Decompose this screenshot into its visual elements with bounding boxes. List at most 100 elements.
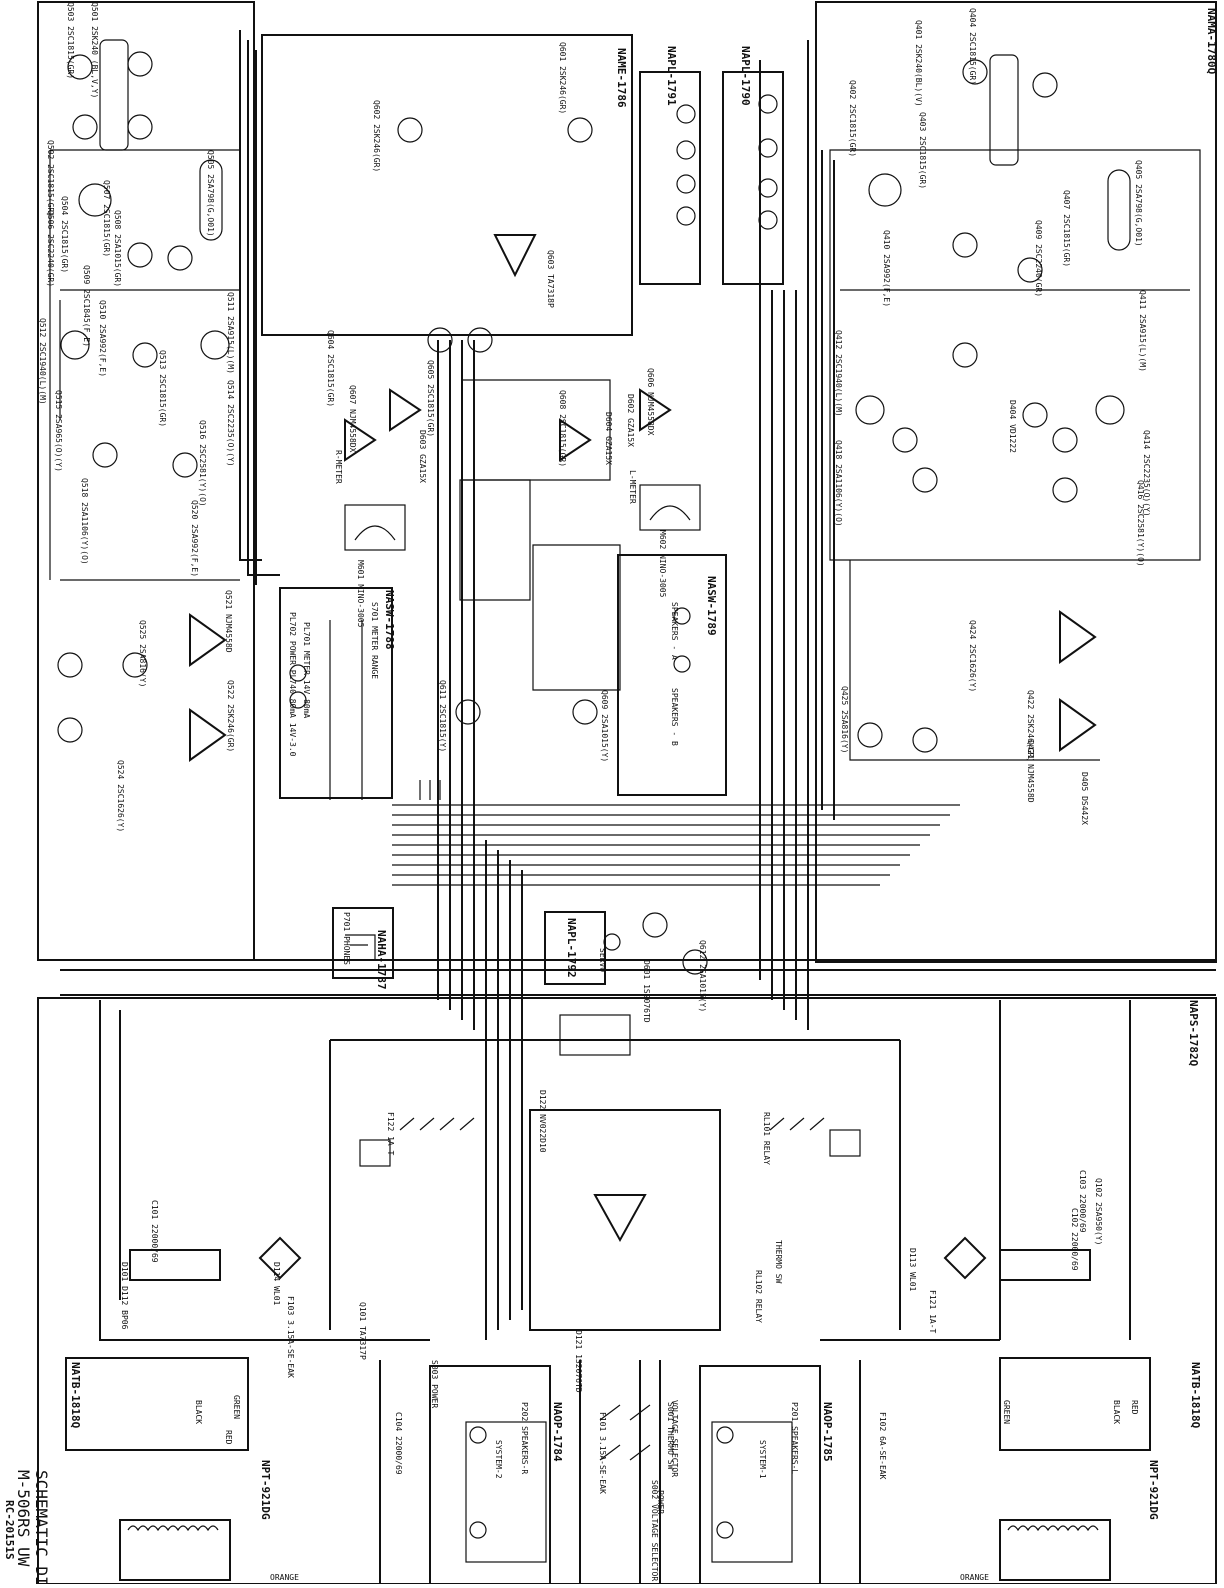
component-label-q608: Q608 2SC1815(GR) [558, 390, 567, 467]
component-label-d114: D114 WL01 [272, 1262, 281, 1306]
speaker-terminals [465, 1404, 793, 1563]
board-napl-1791 [639, 71, 701, 285]
component-label-f103: F103 3.15A-SE-EAK [286, 1296, 295, 1378]
component-label-q405: Q405 2SA798(G,O01) [1134, 160, 1143, 247]
left-amp-devices [49, 39, 241, 762]
board-right-amp [815, 1, 1217, 963]
board-natb-left [65, 1357, 249, 1451]
component-label-c102: C102 22000/69 [1070, 1208, 1079, 1271]
module-u001: NAPS-1782Q [1187, 1000, 1200, 1067]
component-label-q414: Q414 2SC2235(O)(Y) [1142, 430, 1151, 517]
component-label-q514: Q514 2SC2235(O)(Y) [226, 380, 235, 467]
component-label-q525: Q525 2SA816(Y) [138, 620, 147, 687]
component-label-d121: D121 1S2076TD [574, 1330, 583, 1393]
regulator-ic [593, 1194, 647, 1243]
component-label-f121: F121 1A-T [928, 1290, 937, 1334]
component-label-q604: Q604 2SC1815(GR) [326, 330, 335, 407]
label-servo: SERVO [598, 948, 607, 972]
label-power-lamp: PL702 POWER PL740 80mA 14V-3.0 [288, 612, 297, 757]
label-speakers-b: SPEAKERS - B [670, 688, 679, 746]
module-u202: NAOP-1784 [551, 1402, 564, 1462]
component-label-q507: Q507 2SC1815(GR) [102, 180, 111, 257]
component-label-q409: Q409 2SC2240(GR) [1034, 220, 1043, 297]
board-power [37, 997, 1217, 1585]
component-label-rl101: RL101 RELAY [762, 1112, 771, 1165]
component-label-q612: Q612 2SA1015(Y) [698, 940, 707, 1012]
component-label-q422: Q422 2SK246(GR) [1026, 690, 1035, 762]
label-black-l: BLACK [194, 1400, 203, 1424]
component-label-q402: Q402 2SC1815(GR) [848, 80, 857, 157]
component-label-d405: D405 DS442X [1080, 772, 1089, 825]
component-label-q516: Q516 2SC2581(Y)(O) [198, 420, 207, 507]
relays [359, 1014, 861, 1167]
component-label-m602: M602 NINO-3005 [658, 530, 667, 598]
ps-connectors [60, 959, 1216, 996]
component-label-s002: S002 VOLTAGE SELECTOR [650, 1480, 659, 1581]
component-label-q424: Q424 2SC1626(Y) [968, 620, 977, 692]
component-label-q611: Q611 2SC1815(Y) [438, 680, 447, 752]
module-u606: NAPL-1791 [665, 46, 678, 106]
component-label-s001: S001 THERMO SW [666, 1402, 675, 1470]
label-meter-range: S701 METER RANGE [370, 602, 379, 679]
component-label-q407: Q407 2SC1815(GR) [1062, 190, 1071, 267]
component-label-q512: Q512 2SC1940(L)(M) [38, 318, 47, 405]
module-u600: NASW-1789 [705, 576, 718, 636]
component-label-f102: F102 6A-SE-EAK [878, 1412, 887, 1480]
board-nasw-1789 [617, 554, 727, 796]
component-label-q503: Q503 2SC1815(GR) [66, 2, 75, 79]
component-label-q602: Q602 2SK246(GR) [372, 100, 381, 172]
label-pl701: PL701 METER 14V 80mA [302, 622, 311, 719]
component-label-q101: Q101 TA7317P [358, 1302, 367, 1360]
label-speakers-l: P201 SPEAKERS-L [790, 1402, 799, 1474]
component-label-q607: Q607 NJM4558DX [348, 385, 357, 453]
label-voltage-selector: VOLTAGE SELECTOR [670, 1400, 679, 1477]
board-napl-1792 [544, 911, 606, 985]
component-label-q515: Q515 2SA965(O)(Y) [54, 390, 63, 472]
component-label-q404: Q404 2SC1815(GR) [968, 8, 977, 85]
module-u603: NAHA-1787 [375, 930, 388, 990]
module-u101: NATB-1818Q [69, 1362, 82, 1429]
component-label-q102: Q102 2SA950(Y) [1094, 1178, 1103, 1245]
label-power: POWER [656, 1490, 665, 1514]
component-label-q504: Q504 2SC1815(GR) [60, 196, 69, 273]
left-component-labels: Q501 2SK240 (BL,V,Y)Q503 2SC1815(GR)Q502… [38, 2, 235, 832]
board-naop-1784 [429, 1365, 551, 1585]
label-l-meter: L-METER [628, 470, 637, 504]
component-label-f122: F122 1A-T [386, 1112, 395, 1156]
label-thermo-sw: THERMO SW [774, 1240, 783, 1284]
board-nasw-1788 [279, 587, 393, 799]
transformer-t002 [119, 1519, 231, 1581]
component-label-q502: Q502 2SC1815(GR) [46, 140, 55, 217]
center-devices [289, 117, 708, 975]
board-left-amp [37, 1, 255, 961]
module-u607: NAPL-1790 [739, 46, 752, 106]
component-label-q606: Q606 NJM4558DX [646, 368, 655, 436]
component-label-rl102: RL102 RELAY [754, 1270, 763, 1323]
label-phones: P701 PHONES [342, 912, 351, 965]
module-u602: NASW-1788 [383, 590, 396, 650]
rectifier-bridges [129, 1236, 1091, 1281]
component-label-q421: Q421 NJM4558D [1026, 740, 1035, 803]
component-label-q401: Q401 2SK240(BL)(V) [914, 20, 923, 107]
component-label-q416: Q416 2SC2581(Y)(O) [1136, 480, 1145, 567]
center-component-labels: Q601 2SK246(GR)Q602 2SK246(GR)Q603 TA731… [326, 42, 707, 1023]
component-label-d113: D113 WL01 [908, 1248, 917, 1292]
board-natb-right [999, 1357, 1151, 1451]
module-u605: NAME-1786 [615, 48, 628, 108]
center-bus [239, 30, 835, 1340]
module-u201: NATB-1818Q [1189, 1362, 1202, 1429]
title-code: RC-20151S [3, 1500, 16, 1560]
component-label-q524: Q524 2SC1626(Y) [116, 760, 125, 832]
component-label-q521: Q521 NJM4558D [224, 590, 233, 653]
component-label-q522: Q522 2SK246(GR) [226, 680, 235, 752]
component-label-d122: D122 NV022D10 [538, 1090, 547, 1153]
label-speakers-a: SPEAKERS - A [670, 602, 679, 660]
component-label-m601: M601 NINO-3005 [356, 560, 365, 628]
component-label-q509: Q509 2SC1845(F,E) [82, 265, 91, 347]
component-label-d404: D404 VD1222 [1008, 400, 1017, 453]
component-label-d601: D601 1S2076TD [642, 960, 651, 1023]
component-label-q605: Q605 2SC1815(GR) [426, 360, 435, 437]
component-label-q601: Q601 2SK246(GR) [558, 42, 567, 114]
component-label-q511: Q511 2SA915(L)(M) [226, 292, 235, 374]
